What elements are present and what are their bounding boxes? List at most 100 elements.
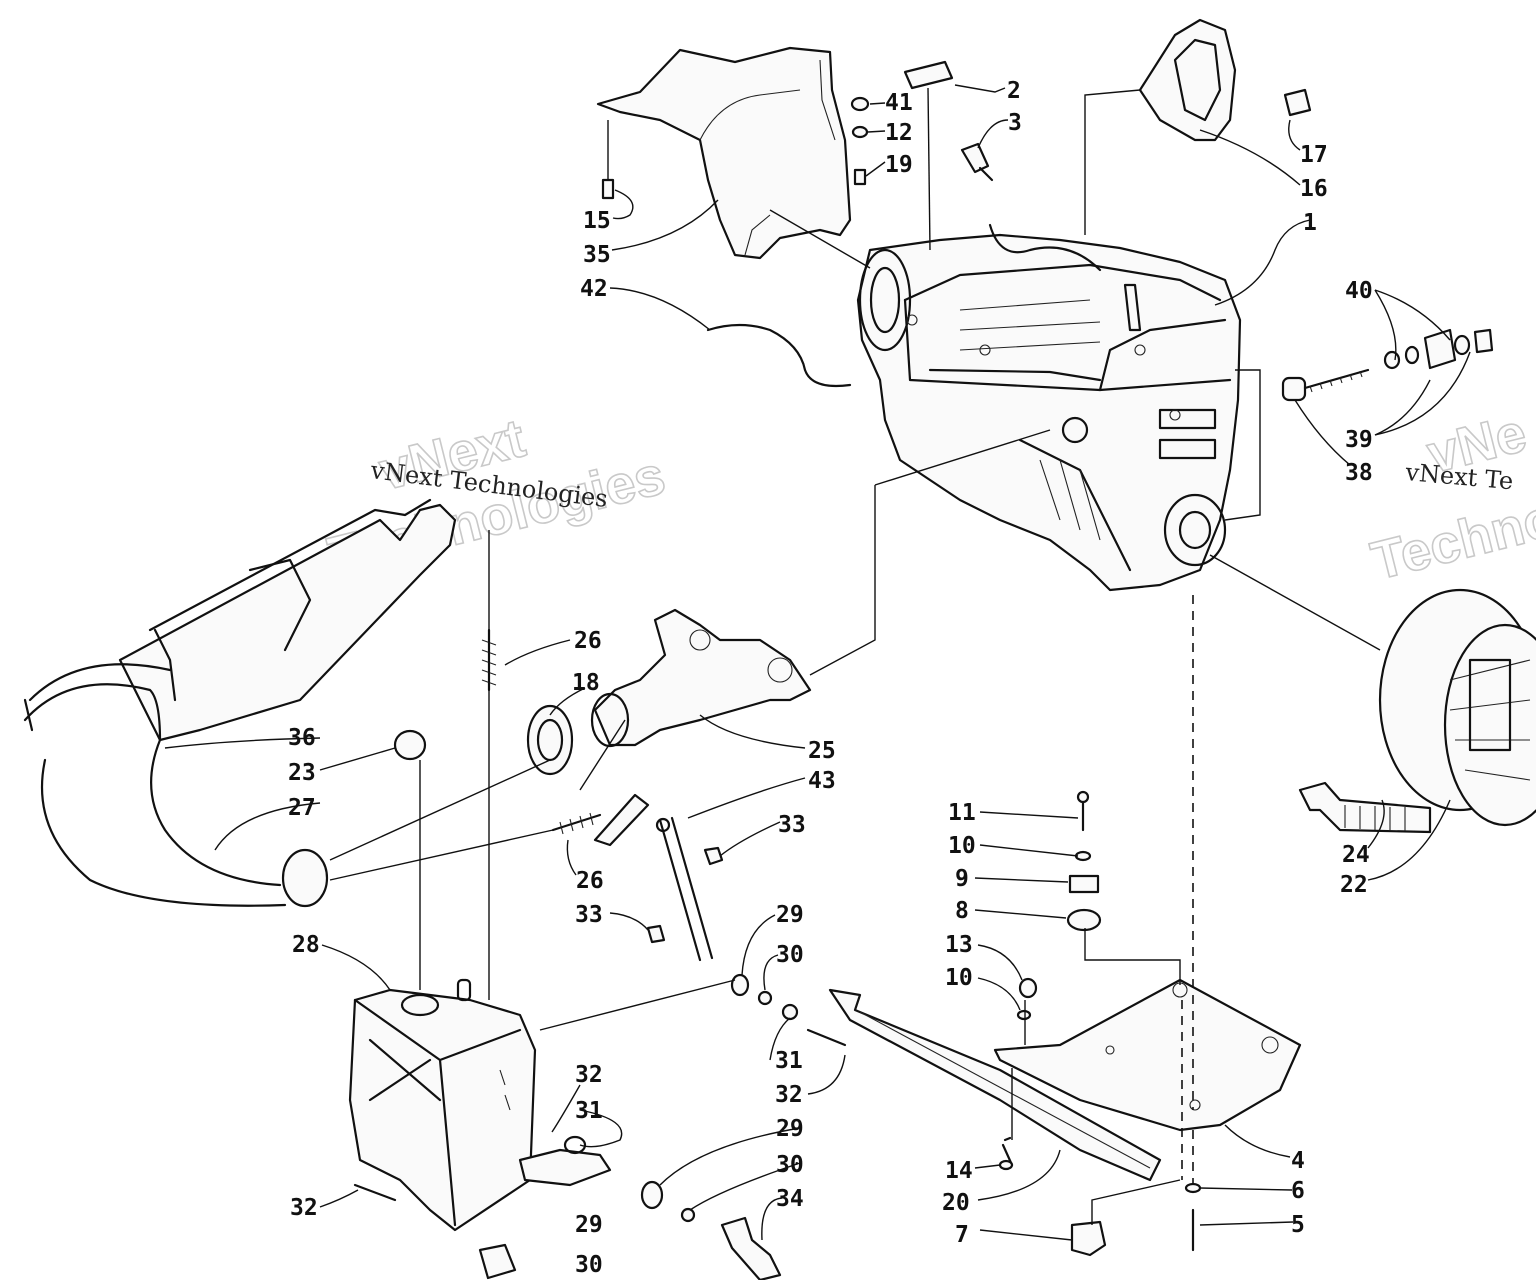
- callout-14: 14: [945, 1158, 973, 1184]
- callout-41: 41: [885, 90, 913, 116]
- callout-19: 19: [885, 152, 913, 178]
- callout-40: 40: [1345, 278, 1373, 304]
- engine-mount-plate: [993, 978, 1302, 1132]
- washer-10-lower: [1016, 1009, 1032, 1021]
- mount-foot: [478, 1243, 517, 1280]
- callout-28: 28: [292, 932, 320, 958]
- bolt-head-11: [1076, 790, 1090, 804]
- watermark-right-line2: Techno: [1366, 488, 1536, 592]
- callout-4: 4: [1291, 1148, 1305, 1174]
- bolt-15: [601, 178, 615, 200]
- callout-32: 32: [775, 1082, 803, 1108]
- bolt-32-left: [353, 1183, 397, 1202]
- washer-31: [781, 1003, 799, 1021]
- isolator-9: [1068, 874, 1100, 894]
- callout-30-mid: 30: [776, 1152, 804, 1178]
- mount-bolt-set: [1281, 328, 1494, 402]
- bushing-29-lower: [640, 1180, 664, 1210]
- assembly-lines: [329, 87, 1381, 1225]
- nut-41: [850, 96, 870, 112]
- callout-2: 2: [1007, 78, 1021, 104]
- callout-32-left: 32: [290, 1195, 318, 1221]
- isolator-8: [1066, 908, 1102, 932]
- drive-belt: [1298, 781, 1432, 834]
- nut-33-lower: [646, 924, 666, 944]
- bolt-head-14: [998, 1159, 1014, 1171]
- muffler: [118, 498, 457, 742]
- callout-36: 36: [288, 725, 316, 751]
- grommet-23: [393, 729, 427, 761]
- callout-33: 33: [778, 812, 806, 838]
- callout-34: 34: [776, 1186, 804, 1212]
- callout-10: 10: [948, 833, 976, 859]
- callout-29: 29: [776, 902, 804, 928]
- callout-12: 12: [885, 120, 913, 146]
- gasket-18: [526, 704, 574, 776]
- callout-29-lower: 29: [575, 1212, 603, 1238]
- nut-7: [1070, 1220, 1107, 1257]
- callout-38: 38: [1345, 460, 1373, 486]
- bushing-30: [757, 990, 773, 1006]
- callout-31: 31: [775, 1048, 803, 1074]
- nut-33-upper: [703, 846, 724, 866]
- callout-26-lower: 26: [576, 868, 604, 894]
- spring-lower: [551, 812, 602, 835]
- callout-11: 11: [948, 800, 976, 826]
- callout-13: 13: [945, 932, 973, 958]
- washer-10: [1074, 850, 1092, 862]
- engine-assembly: [856, 223, 1242, 592]
- callout-30-lower: 30: [575, 1252, 603, 1278]
- callout-3: 3: [1008, 110, 1022, 136]
- heat-shield: [596, 46, 852, 260]
- mount-bar: [828, 988, 1162, 1182]
- callout-labels: 1 2 3 4 5 6 7 8 9 10 10 11 12 13 14 15 1…: [288, 78, 1373, 1278]
- throttle-linkage: [593, 793, 714, 962]
- callout-6: 6: [1291, 1178, 1305, 1204]
- washer-12: [851, 125, 869, 139]
- callout-20: 20: [942, 1190, 970, 1216]
- bracket-34: [720, 1216, 782, 1280]
- callout-16: 16: [1300, 176, 1328, 202]
- callout-39: 39: [1345, 427, 1373, 453]
- callout-7: 7: [955, 1222, 969, 1248]
- air-silencer-box: [348, 978, 537, 1232]
- callout-31-lower: 31: [575, 1098, 603, 1124]
- callout-leaders: [164, 84, 1471, 1241]
- bushing-29: [730, 973, 750, 997]
- fan-shroud: [1138, 18, 1237, 142]
- nut-13: [1018, 977, 1038, 999]
- exhaust-manifold: [590, 608, 812, 748]
- callout-33-lower: 33: [575, 902, 603, 928]
- callout-5: 5: [1291, 1212, 1305, 1238]
- callout-30: 30: [776, 942, 804, 968]
- callout-25: 25: [808, 738, 836, 764]
- callout-35: 35: [583, 242, 611, 268]
- washer-6: [1184, 1182, 1202, 1194]
- callout-27: 27: [288, 795, 316, 821]
- callout-9: 9: [955, 866, 969, 892]
- callout-18: 18: [572, 670, 600, 696]
- callout-24: 24: [1342, 842, 1370, 868]
- callout-15: 15: [583, 208, 611, 234]
- spark-plug-cap: [960, 142, 994, 182]
- exhaust-pipe: [23, 663, 329, 908]
- bushing-30-lower: [680, 1207, 696, 1223]
- callout-8: 8: [955, 898, 969, 924]
- callout-22: 22: [1340, 872, 1368, 898]
- decal-plate: [903, 60, 954, 90]
- callout-43: 43: [808, 768, 836, 794]
- callout-17: 17: [1300, 142, 1328, 168]
- carburetor-linkage: [518, 1135, 612, 1187]
- callout-10-lower: 10: [945, 965, 973, 991]
- callout-26: 26: [574, 628, 602, 654]
- callout-23: 23: [288, 760, 316, 786]
- drive-clutch: [1378, 588, 1536, 827]
- callout-42: 42: [580, 276, 608, 302]
- bolt-19: [853, 168, 867, 186]
- bolt-32: [806, 1028, 847, 1047]
- wire-harness: [706, 323, 852, 388]
- callout-32-mid: 32: [575, 1062, 603, 1088]
- callout-29-mid: 29: [776, 1116, 804, 1142]
- clip-17: [1283, 88, 1312, 117]
